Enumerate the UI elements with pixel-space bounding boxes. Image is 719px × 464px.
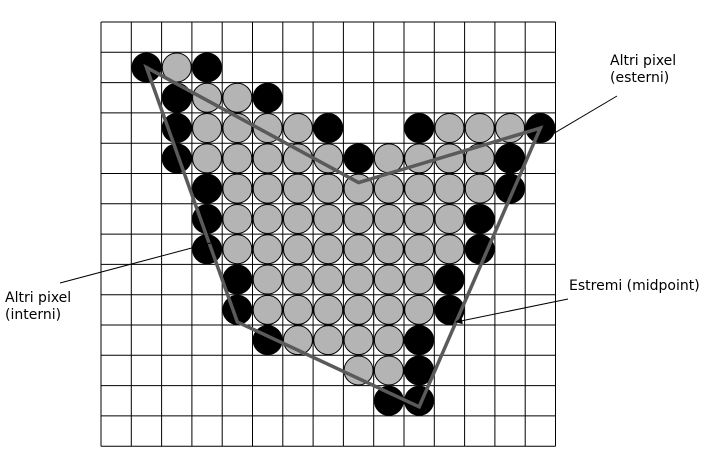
- fill-pixel: [404, 173, 435, 204]
- fill-pixel: [373, 173, 404, 204]
- fill-pixel: [343, 203, 374, 234]
- fill-pixel: [252, 203, 283, 234]
- fill-pixel: [222, 82, 253, 113]
- label-inner-line1: Altri pixel: [5, 290, 72, 306]
- pixel-layer: [131, 52, 556, 416]
- fill-pixel: [252, 264, 283, 295]
- fill-pixel: [343, 234, 374, 265]
- fill-pixel: [222, 143, 253, 174]
- fill-pixel: [192, 143, 223, 174]
- edge-pixel: [464, 203, 495, 234]
- fill-pixel: [373, 294, 404, 325]
- edge-pixel: [434, 264, 465, 295]
- label-inner-pixels: Altri pixel (interni): [5, 290, 71, 324]
- edge-pixel: [192, 173, 223, 204]
- fill-pixel: [404, 294, 435, 325]
- polygon-outline: [143, 63, 544, 410]
- edge-pixel: [495, 143, 526, 174]
- fill-pixel: [343, 355, 374, 386]
- fill-pixel: [313, 143, 344, 174]
- fill-pixel: [404, 264, 435, 295]
- fill-pixel: [313, 264, 344, 295]
- label-outer-pixels: Altri pixel (esterni): [610, 53, 676, 87]
- edge-pixel: [192, 52, 223, 83]
- fill-pixel: [313, 234, 344, 265]
- arrows: [59, 95, 618, 325]
- fill-pixel: [343, 325, 374, 356]
- fill-pixel: [464, 143, 495, 174]
- label-inner-line2: (interni): [5, 307, 62, 323]
- fill-pixel: [343, 264, 374, 295]
- fill-pixel: [373, 234, 404, 265]
- edge-pixel: [373, 385, 404, 416]
- edge-pixel: [313, 113, 344, 144]
- fill-pixel: [222, 234, 253, 265]
- fill-pixel: [282, 234, 313, 265]
- fill-pixel: [373, 355, 404, 386]
- edge-pixel: [464, 234, 495, 265]
- arrow-endpoints: [455, 298, 569, 325]
- arrow-outer-pixels: [540, 95, 618, 142]
- fill-pixel: [282, 173, 313, 204]
- label-outer-line2: (esterni): [610, 70, 670, 86]
- fill-pixel: [404, 234, 435, 265]
- fill-pixel: [464, 173, 495, 204]
- fill-pixel: [373, 203, 404, 234]
- fill-pixel: [252, 234, 283, 265]
- edge-pixel: [404, 113, 435, 144]
- fill-pixel: [222, 173, 253, 204]
- fill-pixel: [282, 264, 313, 295]
- fill-pixel: [282, 113, 313, 144]
- label-outer-line1: Altri pixel: [610, 53, 677, 69]
- fill-pixel: [252, 143, 283, 174]
- fill-pixel: [252, 294, 283, 325]
- fill-pixel: [313, 203, 344, 234]
- fill-pixel: [343, 294, 374, 325]
- fill-pixel: [373, 264, 404, 295]
- edge-pixel: [161, 143, 192, 174]
- fill-pixel: [434, 234, 465, 265]
- edge-pixel: [252, 82, 283, 113]
- edge-pixel: [404, 325, 435, 356]
- label-endpoints: Estremi (midpoint): [569, 278, 700, 295]
- fill-pixel: [192, 82, 223, 113]
- fill-pixel: [404, 203, 435, 234]
- fill-pixel: [434, 173, 465, 204]
- fill-pixel: [252, 173, 283, 204]
- fill-pixel: [434, 113, 465, 144]
- fill-pixel: [373, 325, 404, 356]
- fill-pixel: [282, 294, 313, 325]
- edge-pixel: [343, 143, 374, 174]
- fill-pixel: [313, 294, 344, 325]
- fill-pixel: [313, 325, 344, 356]
- fill-pixel: [282, 203, 313, 234]
- fill-pixel: [434, 203, 465, 234]
- fill-pixel: [222, 203, 253, 234]
- fill-pixel: [464, 113, 495, 144]
- fill-pixel: [192, 113, 223, 144]
- arrow-inner-pixels: [59, 239, 219, 284]
- fill-pixel: [313, 173, 344, 204]
- fill-pixel: [373, 143, 404, 174]
- label-endpoints-line1: Estremi (midpoint): [569, 278, 700, 294]
